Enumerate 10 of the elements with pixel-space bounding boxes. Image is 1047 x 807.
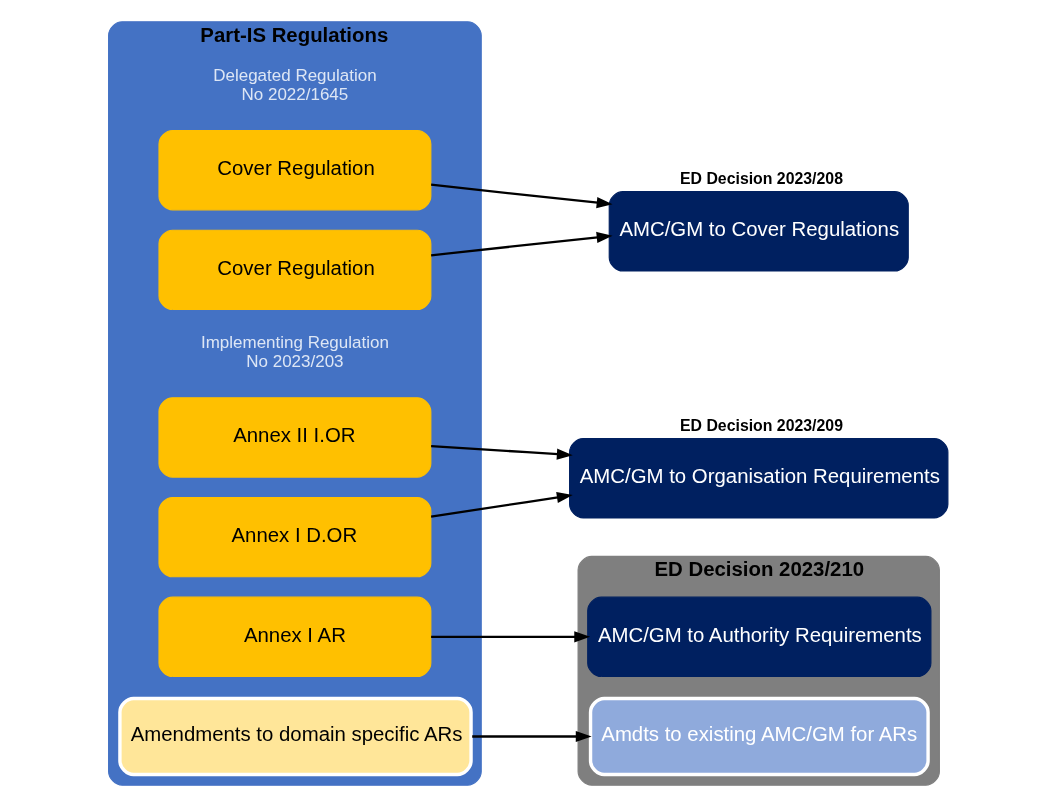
node-label: ED Decision 2023/209 xyxy=(679,416,843,434)
label: Implementing Regulation No 2023/203 xyxy=(200,333,389,372)
arrow xyxy=(430,444,573,460)
arrow xyxy=(430,491,573,518)
node-label: ED Decision 2023/208 xyxy=(679,169,843,187)
arrow xyxy=(430,631,590,643)
label: Delegated Regulation No 2022/1645 xyxy=(212,65,377,104)
arrow xyxy=(430,183,613,209)
arrow xyxy=(471,730,592,743)
arrow xyxy=(430,231,613,257)
